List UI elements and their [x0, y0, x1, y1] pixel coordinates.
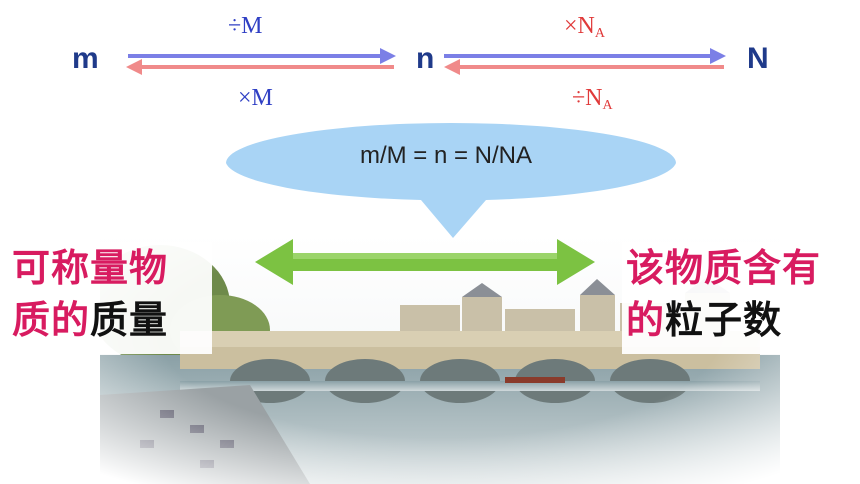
op-divide-NA: ÷NA [572, 86, 613, 113]
variable-N: N [747, 42, 769, 75]
arrow-m-to-n [128, 48, 396, 64]
left-label-line1: 可称量物 [12, 242, 208, 294]
right-label-box: 该物质含有 的粒子数 [622, 242, 860, 354]
op-divide-M: ÷M [228, 13, 263, 39]
left-label-line2: 质的质量 [12, 294, 208, 346]
arrow-n-to-N [444, 48, 726, 64]
double-arrow [255, 239, 595, 285]
right-label-line2-red: 的 [626, 298, 666, 342]
callout-shape [226, 123, 676, 238]
right-label-line2-black: 粒子数 [665, 298, 783, 342]
left-label-box: 可称量物 质的质量 [8, 242, 212, 354]
right-label-line2: 的粒子数 [626, 294, 856, 346]
arrow-N-to-n [444, 59, 724, 75]
op-multiply-M: ×M [238, 85, 273, 111]
arrow-n-to-m [126, 59, 394, 75]
left-label-line2-black: 质量 [90, 298, 169, 342]
op-multiply-NA: ×NA [564, 14, 605, 41]
conversion-arrows [126, 48, 726, 75]
op-divide-NA-main: ÷N [572, 85, 603, 111]
right-label-line1: 该物质含有 [626, 242, 856, 294]
left-label-line1-red: 可称量物 [12, 246, 169, 290]
op-multiply-NA-main: ×N [564, 13, 595, 39]
left-label-line2-red: 质的 [12, 298, 91, 342]
op-divide-NA-sub: A [602, 98, 613, 113]
formula-callout [226, 123, 676, 238]
right-label-line1-red: 该物质含有 [626, 246, 822, 290]
op-multiply-NA-sub: A [594, 26, 605, 41]
formula-text: m/M = n = N/NA [359, 142, 533, 169]
variable-m: m [72, 42, 99, 75]
variable-n: n [416, 42, 435, 75]
